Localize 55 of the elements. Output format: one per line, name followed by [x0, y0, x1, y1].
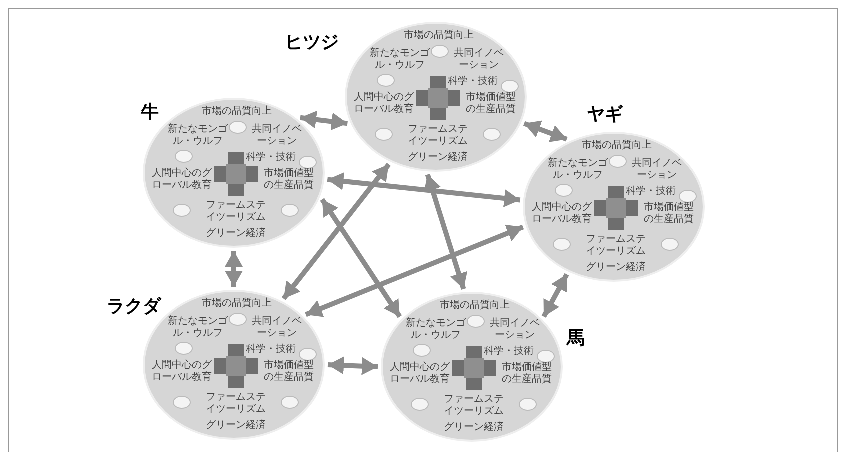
theme-text: 市場価値型の生産品質 — [263, 360, 315, 384]
double-arrow — [305, 224, 524, 318]
theme-text: 人間中心のグローバル教育 — [531, 202, 593, 226]
theme-text: 新たなモンゴル・ウルフ — [405, 318, 467, 342]
animal-heading: ラクダ — [107, 296, 161, 318]
theme-text: 市場価値型の生産品質 — [465, 92, 517, 116]
theme-text: 共同イノベーション — [453, 48, 505, 72]
theme-text: 共同イノベーション — [631, 158, 683, 182]
double-arrow — [225, 251, 243, 287]
theme-text: ファームステイツーリズム — [585, 234, 647, 258]
theme-text: 市場の品質向上 — [581, 140, 653, 152]
theme-text: 人間中心のグローバル教育 — [389, 362, 451, 386]
double-arrow — [282, 163, 391, 300]
animal-heading: ヒツジ — [285, 32, 339, 54]
theme-text: 人間中心のグローバル教育 — [151, 168, 213, 192]
double-arrow — [542, 273, 570, 318]
theme-text: 人間中心のグローバル教育 — [151, 360, 213, 384]
animal-heading: 牛 — [141, 102, 159, 124]
theme-text: 科学・技術 — [246, 152, 297, 164]
theme-text: ファームステイツーリズム — [443, 394, 505, 418]
theme-text: 新たなモンゴル・ウルフ — [547, 158, 609, 182]
animal-heading: ヤギ — [587, 104, 623, 126]
theme-text: 科学・技術 — [448, 76, 499, 88]
theme-text: グリーン経済 — [586, 262, 646, 274]
theme-text: 市場の品質向上 — [403, 30, 475, 42]
theme-text: 人間中心のグローバル教育 — [353, 92, 415, 116]
theme-text: 新たなモンゴル・ウルフ — [369, 48, 431, 72]
theme-text: ファームステイツーリズム — [205, 392, 267, 416]
theme-text: 市場の品質向上 — [201, 106, 273, 118]
theme-text: 共同イノベーション — [489, 318, 541, 342]
animal-heading: 馬 — [567, 328, 585, 350]
theme-text: ファームステイツーリズム — [407, 124, 469, 148]
theme-text: 科学・技術 — [484, 346, 535, 358]
theme-text: グリーン経済 — [444, 422, 504, 434]
double-arrow — [523, 120, 568, 142]
theme-text: 市場の品質向上 — [439, 300, 511, 312]
theme-text: 市場の品質向上 — [201, 298, 273, 310]
theme-text: 新たなモンゴル・ウルフ — [167, 316, 229, 340]
theme-text: 新たなモンゴル・ウルフ — [167, 124, 229, 148]
double-arrow — [328, 356, 378, 376]
theme-text: 共同イノベーション — [251, 124, 303, 148]
theme-text: 市場価値型の生産品質 — [643, 202, 695, 226]
theme-text: 共同イノベーション — [251, 316, 303, 340]
double-arrow — [327, 172, 521, 208]
theme-text: 科学・技術 — [626, 186, 677, 198]
theme-text: グリーン経済 — [206, 420, 266, 432]
theme-text: ファームステイツーリズム — [205, 200, 267, 224]
theme-text: 科学・技術 — [246, 344, 297, 356]
theme-text: 市場価値型の生産品質 — [501, 362, 553, 386]
double-arrow — [320, 198, 402, 318]
theme-text: 市場価値型の生産品質 — [263, 168, 315, 192]
double-arrow — [300, 110, 348, 131]
theme-text: グリーン経済 — [408, 152, 468, 164]
theme-text: グリーン経済 — [206, 228, 266, 240]
double-arrow — [424, 174, 468, 290]
